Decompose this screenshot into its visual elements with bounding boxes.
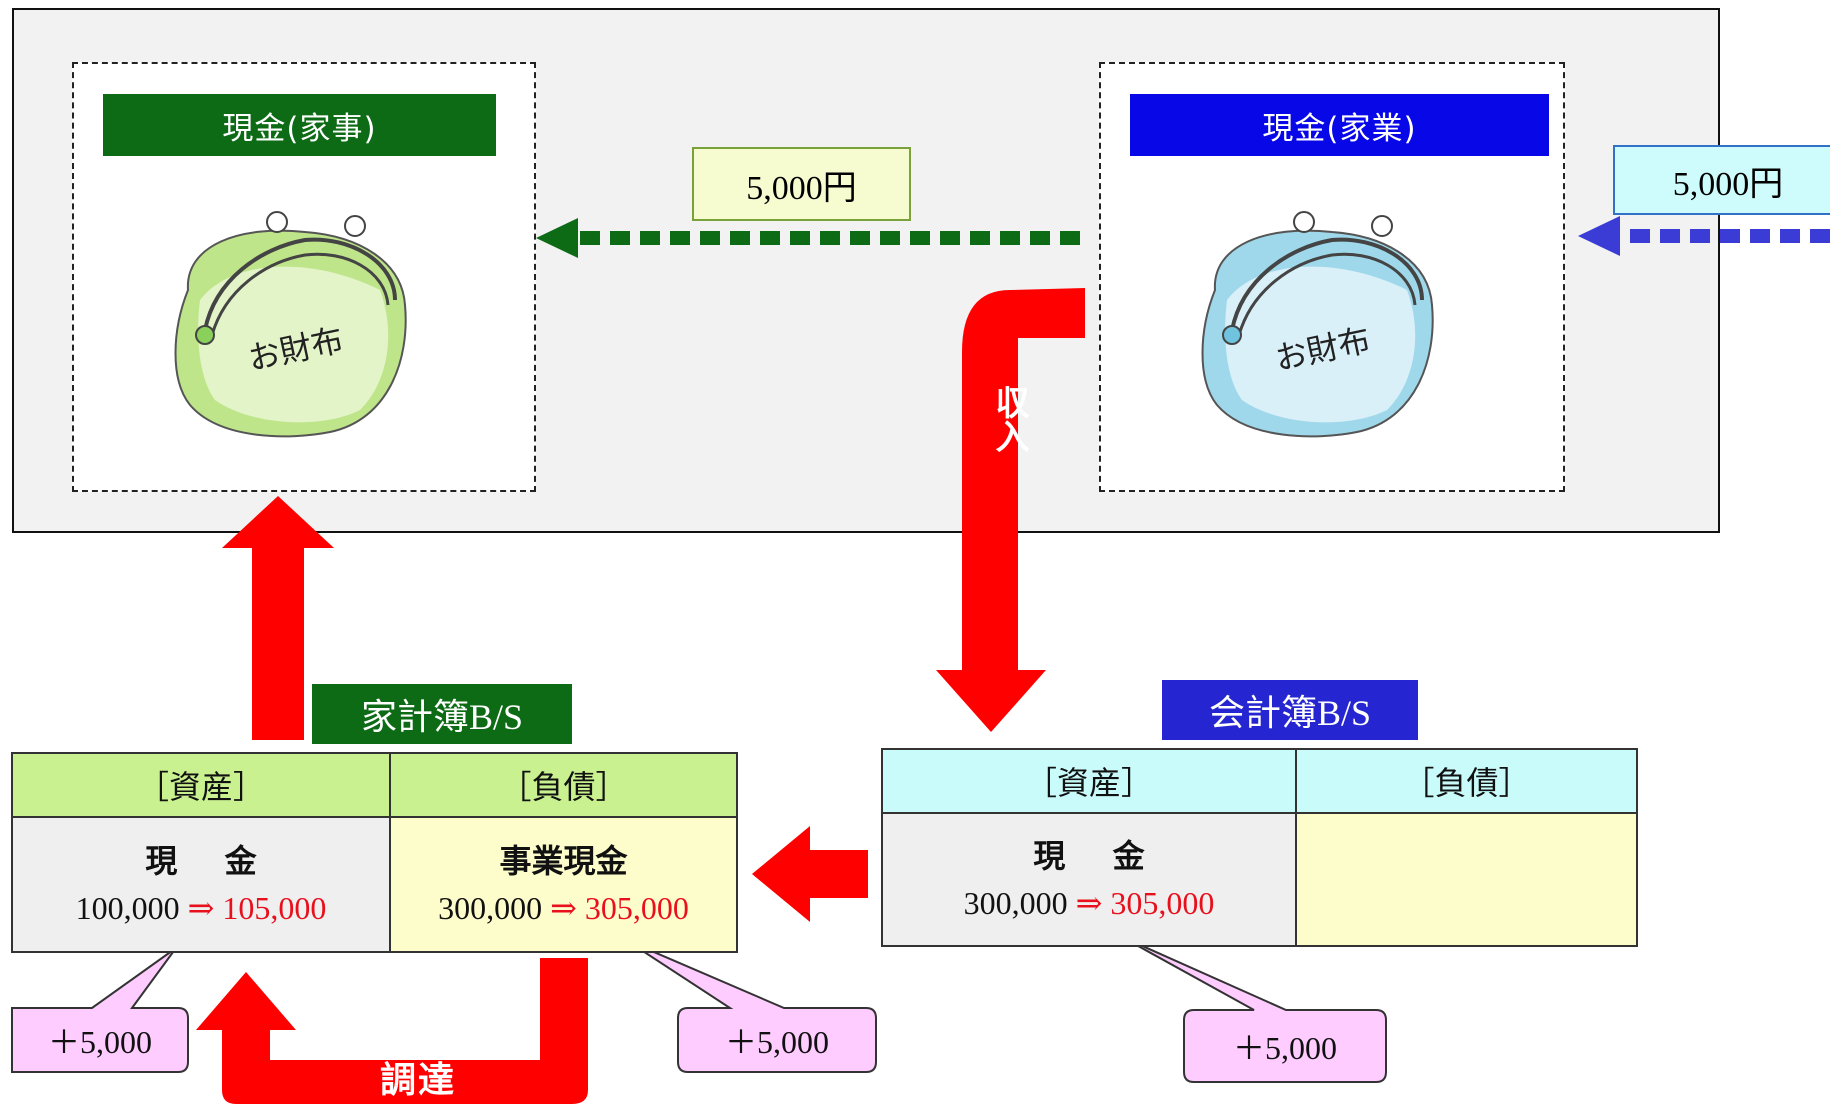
kakeibo-liability-value: 300,000 ⇒ 305,000 bbox=[438, 885, 689, 931]
kakeibo-asset-value: 100,000 ⇒ 105,000 bbox=[76, 885, 327, 931]
callout-kakeibo-asset-text: ＋5,000 bbox=[47, 1024, 152, 1060]
kaikeibo-asset-label: 現 金 bbox=[1033, 837, 1163, 876]
kaikeibo-asset-after: 305,000 bbox=[1110, 884, 1215, 921]
kakeibo-liability-arrow: ⇒ bbox=[550, 889, 577, 926]
callout-kakeibo-liability bbox=[625, 939, 877, 1073]
callout-kaikeibo-asset-text: ＋5,000 bbox=[1232, 1030, 1337, 1066]
income-arrow bbox=[936, 288, 1085, 732]
kaikeibo-liability-cell bbox=[1295, 812, 1638, 947]
callout-kakeibo-asset bbox=[11, 947, 189, 1073]
kakeibo-liability-after: 305,000 bbox=[584, 889, 689, 926]
kakeibo-liability-label: 事業現金 bbox=[499, 842, 628, 881]
incoming-amount-label: 5,000円 bbox=[1613, 145, 1830, 215]
up-arrow bbox=[222, 496, 334, 740]
callout-kaikeibo-asset bbox=[1119, 935, 1387, 1083]
kakeibo-asset-arrow: ⇒ bbox=[187, 889, 215, 926]
kakeibo-bs-title: 家計簿B/S bbox=[312, 684, 572, 744]
kagyo-cash-title: 現金(家業) bbox=[1130, 94, 1549, 156]
kakeibo-asset-before: 100,000 bbox=[75, 889, 180, 926]
left-arrow bbox=[752, 826, 868, 922]
kakeibo-asset-label: 現 金 bbox=[145, 842, 275, 881]
funding-arrow bbox=[196, 958, 588, 1104]
kakeibo-liability-before: 300,000 bbox=[438, 889, 543, 926]
funding-arrow-label: 調達 bbox=[379, 1060, 456, 1101]
kaikeibo-asset-arrow: ⇒ bbox=[1075, 884, 1103, 921]
callout-kakeibo-liability-text: ＋5,000 bbox=[724, 1024, 829, 1060]
kaikeibo-asset-header: ［資産］ bbox=[881, 748, 1297, 814]
green-wallet-icon: お財布 bbox=[174, 211, 407, 438]
kakeibo-asset-header: ［資産］ bbox=[11, 752, 391, 818]
income-arrow-label: 収入 bbox=[989, 385, 1029, 453]
blue-dotted-arrow bbox=[1578, 216, 1830, 256]
kaikeibo-bs-title: 会計簿B/S bbox=[1162, 680, 1418, 740]
kaji-cash-title: 現金(家事) bbox=[103, 94, 496, 156]
transfer-amount-label: 5,000円 bbox=[692, 147, 911, 221]
kakeibo-asset-cell: 現 金 100,000 ⇒ 105,000 bbox=[11, 816, 391, 953]
kaikeibo-asset-before: 300,000 bbox=[963, 884, 1068, 921]
blue-wallet-icon: お財布 bbox=[1201, 211, 1434, 438]
kaikeibo-liability-header: ［負債］ bbox=[1295, 748, 1638, 814]
kakeibo-liability-cell: 事業現金 300,000 ⇒ 305,000 bbox=[389, 816, 738, 953]
kaikeibo-asset-cell: 現 金 300,000 ⇒ 305,000 bbox=[881, 812, 1297, 947]
kakeibo-liability-header: ［負債］ bbox=[389, 752, 738, 818]
kakeibo-asset-after: 105,000 bbox=[222, 889, 327, 926]
green-dotted-arrow bbox=[536, 218, 1080, 258]
kaikeibo-asset-value: 300,000 ⇒ 305,000 bbox=[964, 880, 1215, 926]
